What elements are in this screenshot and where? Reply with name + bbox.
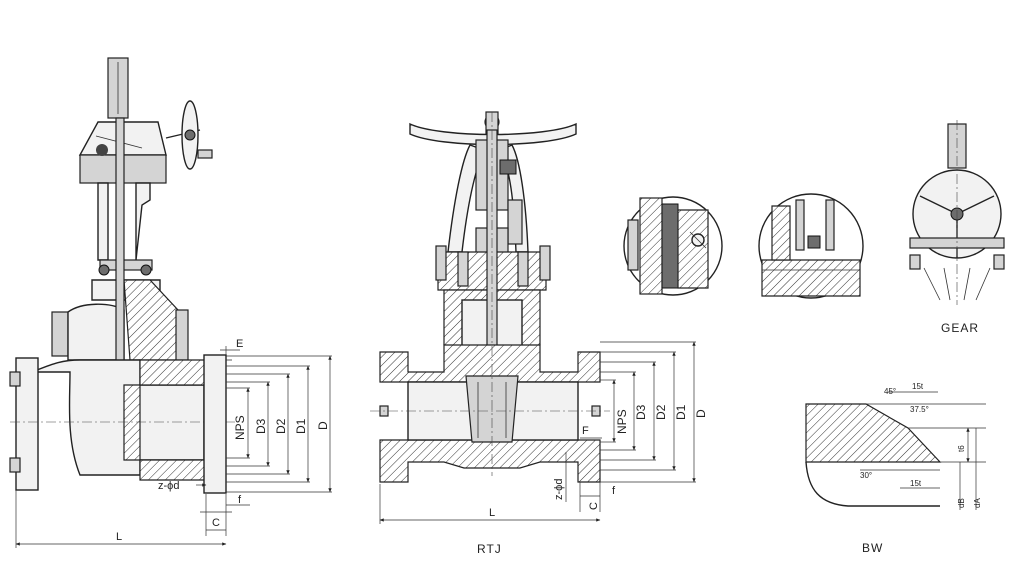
bonnet-flange-left — [51, 311, 69, 357]
rtj-dim-label-D: D — [694, 409, 708, 418]
left-valve-view: E NPS D3 D2 D1 D z-ϕd f C L — [9, 57, 332, 548]
left-end-flange — [15, 357, 39, 491]
bw-weld-section — [805, 403, 942, 463]
valve-stem — [115, 117, 125, 381]
dim-label-D3: D3 — [254, 418, 268, 434]
dim-label-D: D — [316, 421, 330, 430]
bw-detail: 15t 37.5° 45° 30° 15t t6 dB dA BW — [805, 382, 986, 555]
rtj-dim-label-C: C — [588, 502, 600, 510]
bw-label-37deg: 37.5° — [910, 405, 929, 414]
rtj-dim-label-zd: z-ϕd — [553, 479, 565, 500]
rtj-dim-label-D2: D2 — [654, 404, 668, 420]
handwheel-top — [409, 122, 577, 146]
bw-label-15t-bot: 15t — [910, 479, 922, 488]
bw-caption: BW — [862, 541, 883, 555]
dim-label-E: E — [236, 338, 243, 350]
rtj-body-lower — [379, 439, 601, 483]
rtj-valve-view: F NPS D3 D2 D1 D z-ϕd f C L RTJ — [370, 111, 708, 556]
right-end-flange — [203, 354, 227, 494]
detail-circle-2 — [758, 193, 864, 299]
rtj-dim-label-NPS: NPS — [615, 409, 629, 434]
detail-circle-1 — [623, 196, 723, 296]
dim-label-C: C — [212, 517, 220, 529]
yoke-right-leg — [135, 182, 151, 261]
dim-label-NPS: NPS — [233, 415, 247, 440]
bonnet-flange-right — [175, 309, 189, 361]
bw-label-15t-top: 15t — [912, 382, 924, 391]
bw-label-45deg: 45° — [884, 387, 896, 396]
bw-label-dA: dA — [973, 498, 982, 508]
rtj-body-upper — [379, 344, 601, 383]
bw-label-30deg: 30° — [860, 471, 872, 480]
dim-label-D2: D2 — [274, 418, 288, 434]
bw-label-dB: dB — [957, 498, 966, 508]
dim-label-f: f — [238, 494, 242, 506]
handwheel-side — [165, 100, 213, 170]
dim-label-D1: D1 — [294, 418, 308, 434]
rtj-dim-label-L: L — [489, 507, 495, 519]
rtj-dim-label-D3: D3 — [634, 404, 648, 420]
gear-caption: GEAR — [941, 321, 979, 335]
bw-label-t6: t6 — [957, 445, 966, 452]
rtj-caption: RTJ — [477, 542, 502, 556]
yoke-left-leg — [97, 182, 109, 261]
dim-label-zd: z-ϕd — [158, 480, 179, 492]
dim-label-L: L — [116, 531, 122, 543]
rtj-dim-label-D1: D1 — [674, 404, 688, 420]
gear-detail: GEAR — [909, 120, 1005, 335]
gearbox-bolt — [96, 144, 108, 156]
rtj-dim-label-F: F — [582, 425, 589, 437]
rtj-dim-label-f: f — [612, 485, 616, 497]
